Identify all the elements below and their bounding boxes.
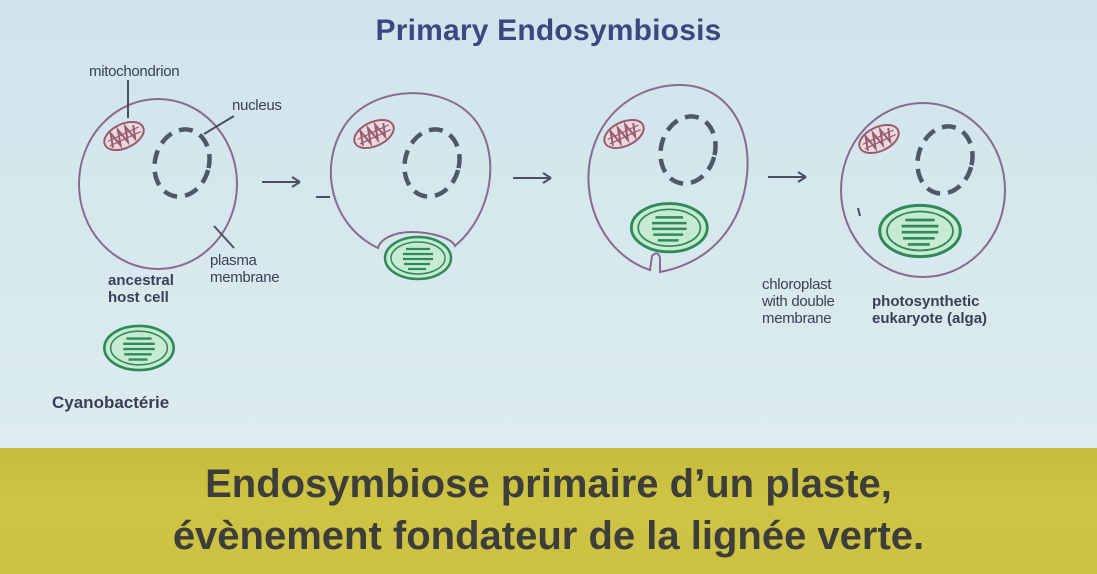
mitochondrion-icon <box>348 113 400 155</box>
cyanobacterium-icon <box>383 235 453 281</box>
photosynthetic-eukaryote-label: photosynthetic eukaryote (alga) <box>872 293 988 327</box>
caption-line-2: évènement fondateur de la lignée verte. <box>172 514 925 558</box>
diagram-title: Primary Endosymbiosis <box>375 14 722 47</box>
nucleus-icon <box>910 120 980 200</box>
nucleus-icon <box>397 123 467 203</box>
mitochondrion-icon <box>98 115 150 157</box>
caption-line-1: Endosymbiose primaire d’un plaste, <box>205 462 892 506</box>
chloroplast-icon <box>629 202 709 254</box>
arrow-icon-2 <box>513 172 552 184</box>
host-cell-1 <box>78 80 238 270</box>
mitochondrion-label: mitochondrion <box>89 63 180 80</box>
nucleus-label: nucleus <box>232 97 282 114</box>
nucleus-icon <box>653 110 723 190</box>
caption-banner: Endosymbiose primaire d’un plaste, évène… <box>0 448 1097 574</box>
endosymbiosis-diagram <box>78 80 1006 372</box>
host-cell-2 <box>316 92 492 281</box>
plasma-membrane-label: plasma membrane <box>210 252 280 286</box>
chloroplast-label: chloroplast with double membrane <box>762 276 835 327</box>
cyanobacterium-icon <box>103 324 175 372</box>
cyanobacteria-label: Cyanobactérie <box>52 393 170 412</box>
arrow-icon-3 <box>768 171 807 183</box>
membrane-pointer <box>213 225 235 249</box>
ancestral-host-label: ancestral host cell <box>108 272 174 306</box>
chloroplast-icon <box>878 203 962 259</box>
arrow-icon-1 <box>262 176 301 188</box>
host-cell-3 <box>587 83 749 274</box>
nucleus-icon <box>147 123 217 203</box>
alga-cell <box>840 102 1006 278</box>
nucleus-pointer <box>203 115 235 135</box>
mitochondrion-icon <box>853 118 905 160</box>
